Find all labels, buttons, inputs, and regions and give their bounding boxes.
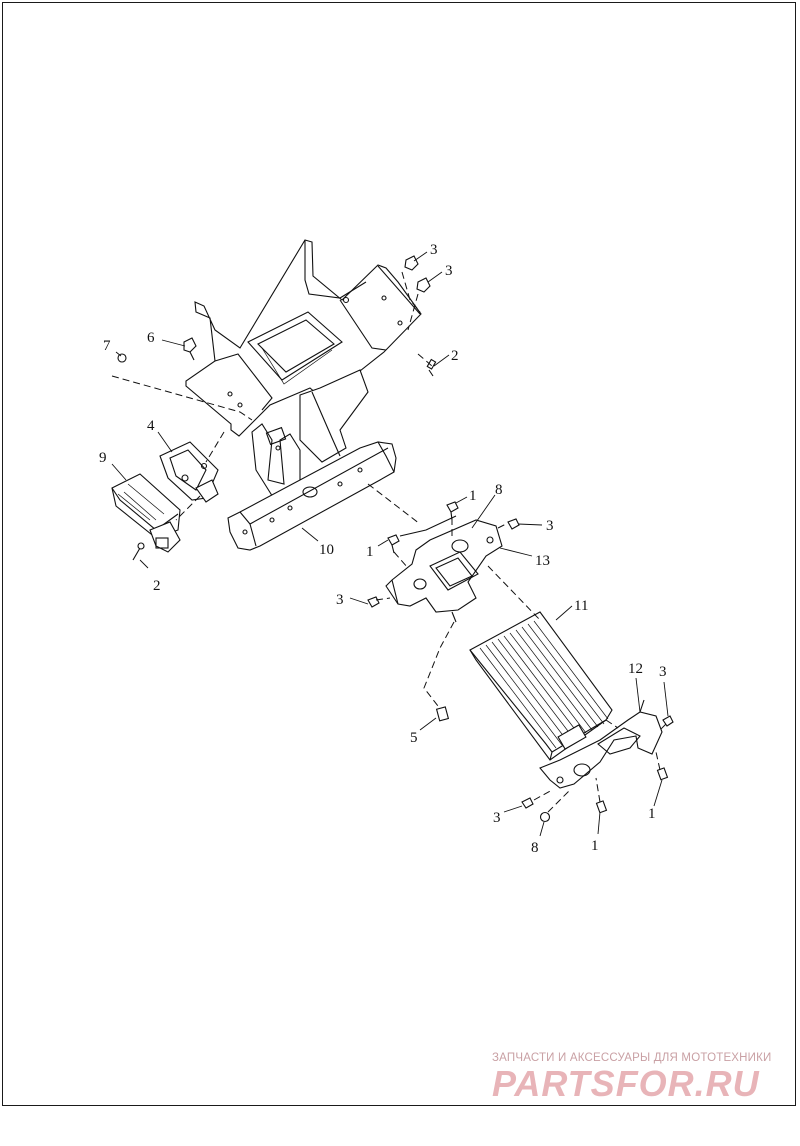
plate-part-4 <box>159 441 219 503</box>
callout-3: 3 <box>493 810 501 826</box>
module-part-9 <box>111 473 181 553</box>
assembly-lines <box>111 271 667 813</box>
callout-3: 3 <box>430 242 438 258</box>
callout-2: 2 <box>153 578 161 594</box>
callout-7: 7 <box>103 338 111 354</box>
watermark-logo: PARTSFOR.RU <box>492 1063 760 1104</box>
callout-11: 11 <box>574 598 588 614</box>
callout-3: 3 <box>445 263 453 279</box>
callout-13: 13 <box>535 553 550 569</box>
callout-1: 1 <box>648 806 656 822</box>
callout-2: 2 <box>451 348 459 364</box>
callout-1: 1 <box>591 838 599 854</box>
amplifier-part-11 <box>469 611 613 761</box>
bracket-part-13 <box>385 515 503 623</box>
callout-8: 8 <box>495 482 503 498</box>
callout-10: 10 <box>319 542 334 558</box>
callout-8: 8 <box>531 840 539 856</box>
callout-12: 12 <box>628 661 643 677</box>
callout-3: 3 <box>659 664 667 680</box>
callout-9: 9 <box>99 450 107 466</box>
watermark-tagline: ЗАПЧАСТИ И АКСЕССУАРЫ ДЛЯ МОТОТЕХНИКИ <box>492 1052 772 1064</box>
callout-6: 6 <box>147 330 155 346</box>
fasteners-upper <box>117 255 437 561</box>
callout-3: 3 <box>336 592 344 608</box>
main-bracket <box>185 239 422 503</box>
callout-5: 5 <box>410 730 418 746</box>
callout-1: 1 <box>366 544 374 560</box>
drawing-frame <box>2 2 796 1106</box>
callout-labels: 3 3 2 7 6 4 9 2 10 1 8 3 1 13 3 11 12 3 … <box>99 242 667 856</box>
bracket-part-12 <box>521 699 674 823</box>
callout-3: 3 <box>546 518 554 534</box>
callout-4: 4 <box>147 418 155 434</box>
leader-lines <box>111 251 669 837</box>
fasteners-center <box>367 501 520 722</box>
callout-1: 1 <box>469 488 477 504</box>
crossmember-part-10 <box>227 441 397 551</box>
